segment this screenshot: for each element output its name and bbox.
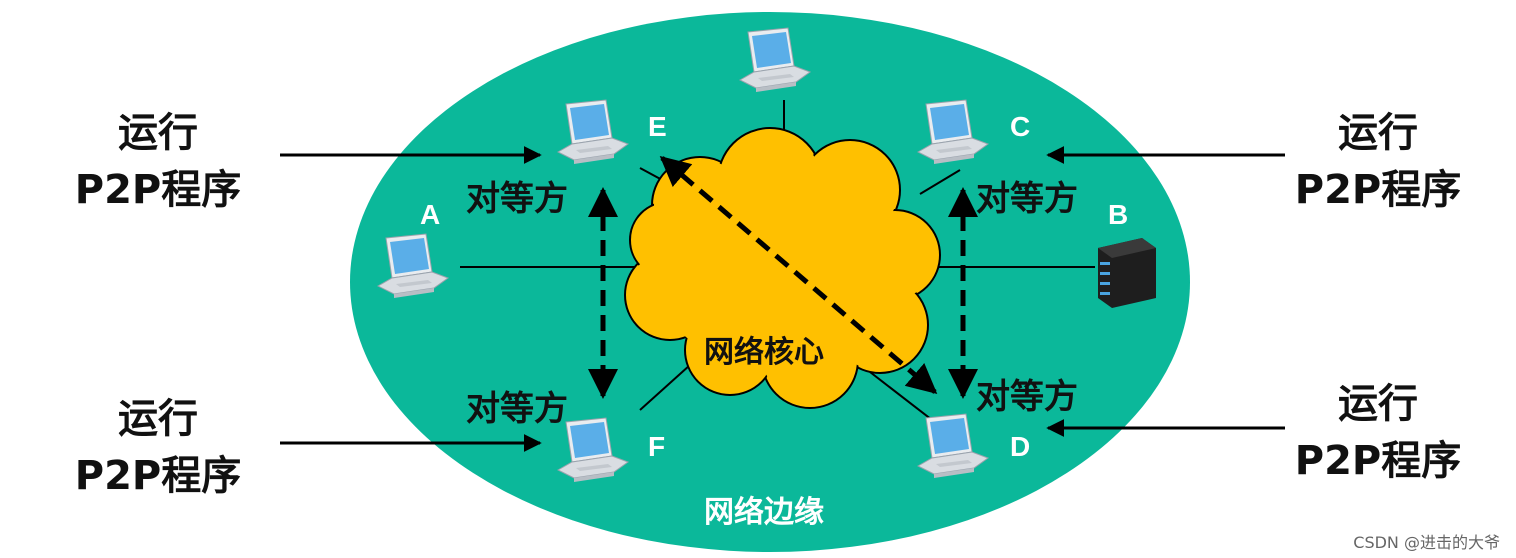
node-label-b: B [1108, 199, 1128, 230]
peer-label-c: 对等方 [976, 179, 1078, 219]
run-label-br-line2: P2P程序 [1295, 438, 1461, 484]
run-label-bl-line1: 运行 [118, 396, 198, 442]
server-b-icon [1098, 238, 1156, 308]
run-label-tl-line2: P2P程序 [75, 167, 241, 213]
peer-label-d: 对等方 [976, 377, 1078, 417]
run-label-tr-line2: P2P程序 [1295, 167, 1461, 213]
node-label-c: C [1010, 111, 1030, 142]
dashed-arrow-e-d [659, 156, 938, 394]
node-label-f: F [648, 431, 665, 462]
network-edge-label: 网络边缘 [704, 495, 824, 530]
node-label-d: D [1010, 431, 1030, 462]
run-label-br-line1: 运行 [1338, 381, 1418, 427]
peer-label-f: 对等方 [466, 389, 568, 429]
run-label-tl-line1: 运行 [118, 110, 198, 156]
network-core-label: 网络核心 [704, 335, 824, 370]
run-arrows [280, 146, 1285, 452]
run-label-bl-line2: P2P程序 [75, 453, 241, 499]
p2p-dashed-arrows [588, 156, 978, 399]
peer-label-e: 对等方 [466, 179, 568, 219]
node-label-a: A [420, 199, 440, 230]
watermark: CSDN @进击的大爷 [1353, 533, 1500, 552]
run-label-tr-line1: 运行 [1338, 110, 1418, 156]
node-label-e: E [648, 111, 667, 142]
